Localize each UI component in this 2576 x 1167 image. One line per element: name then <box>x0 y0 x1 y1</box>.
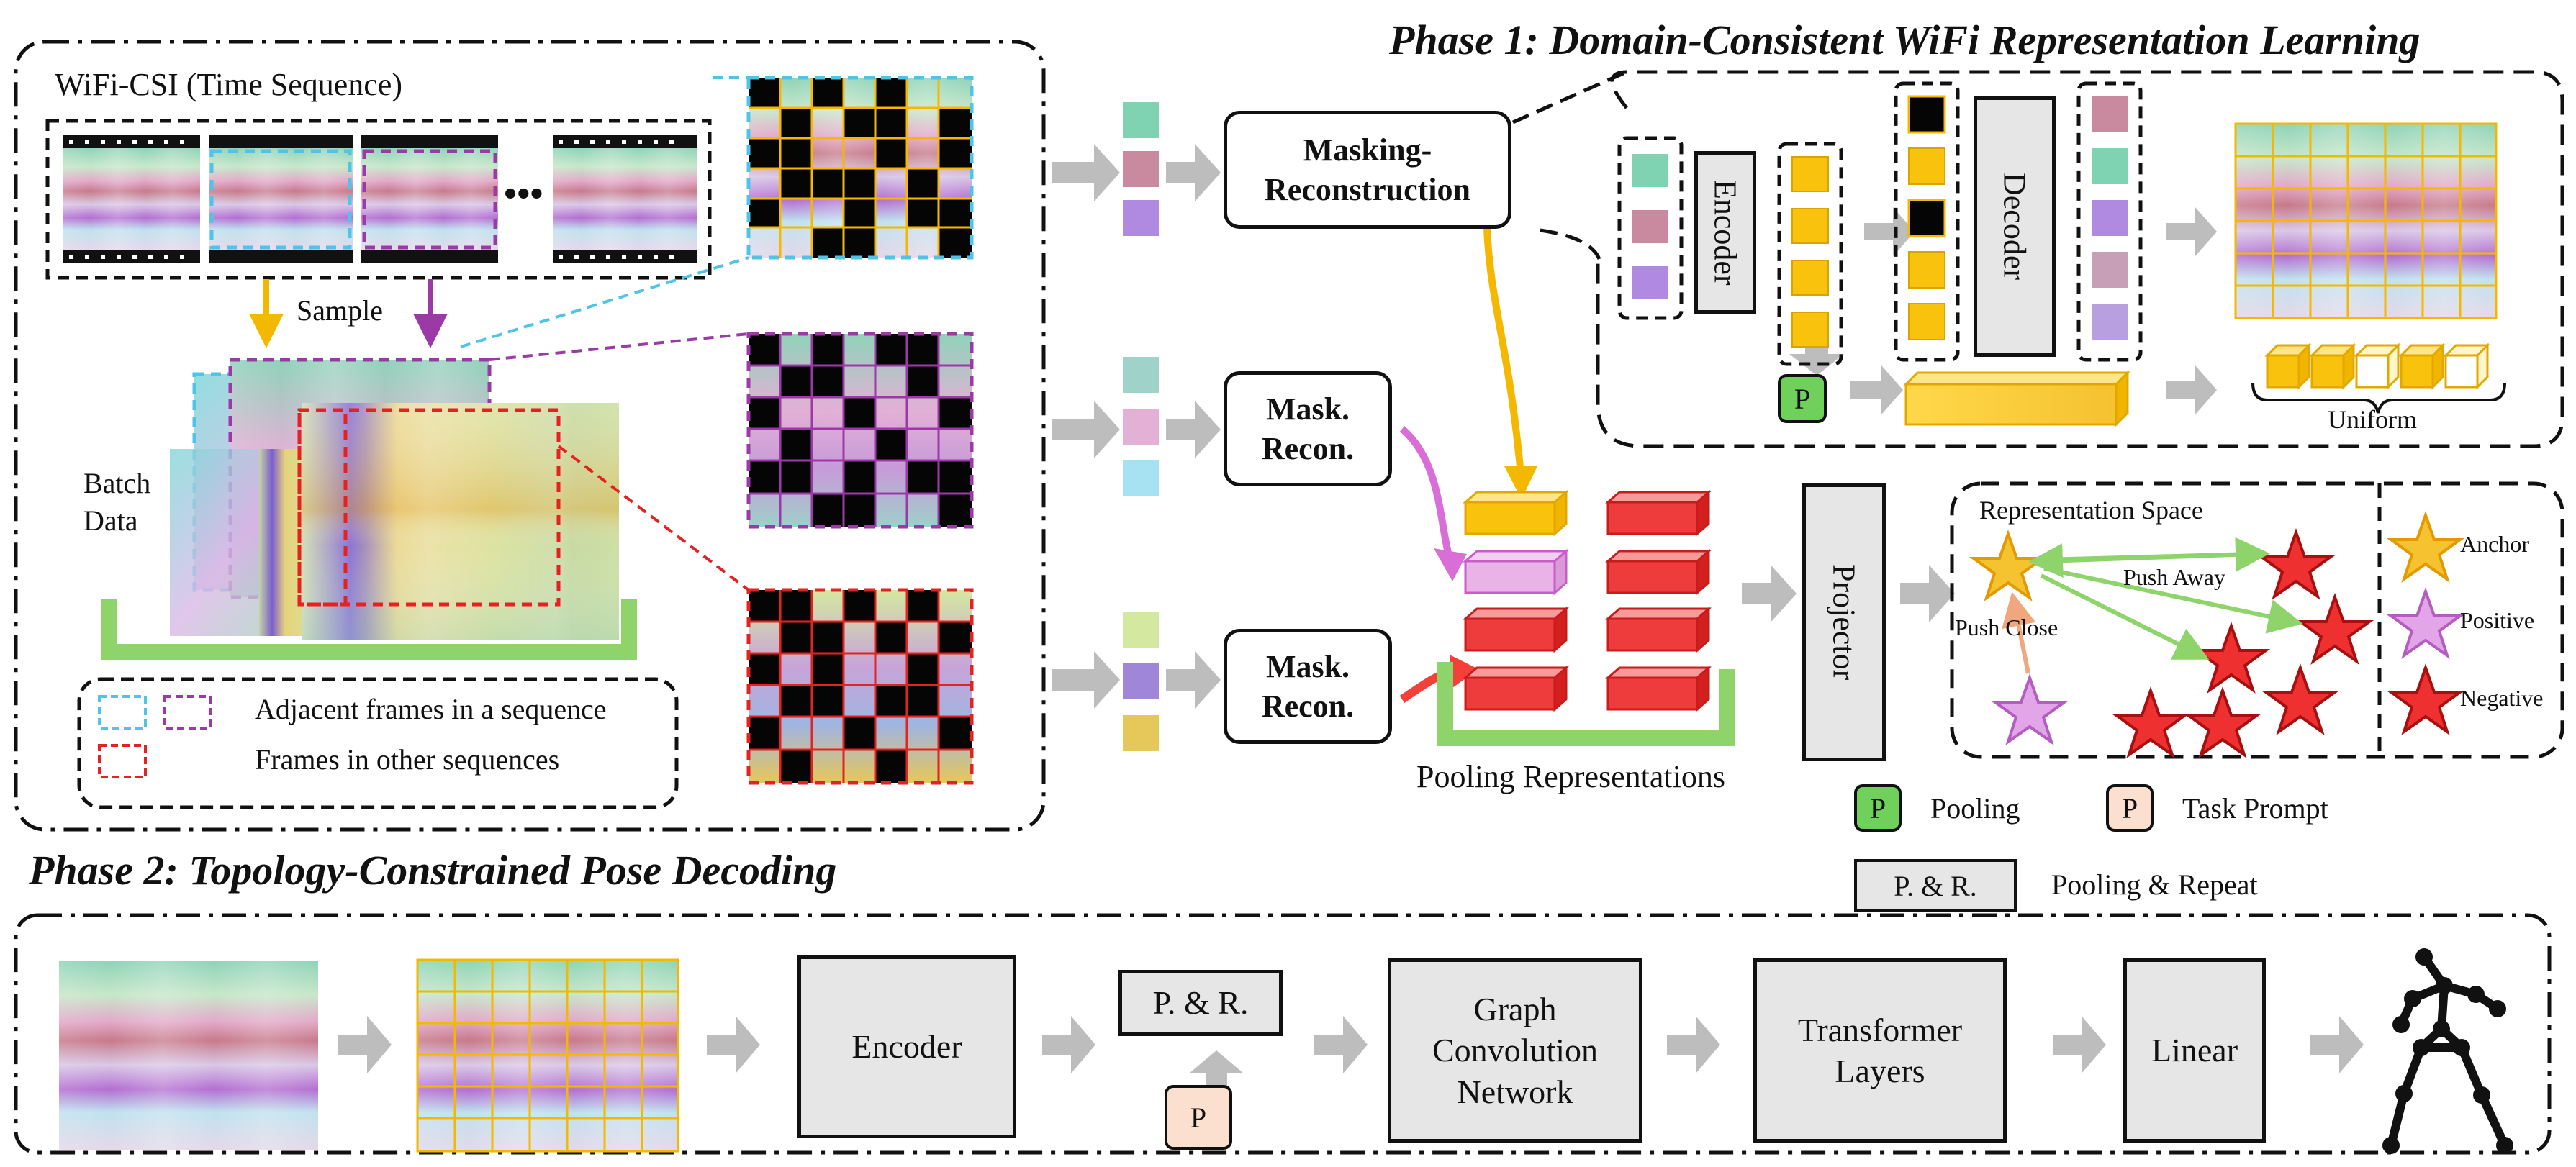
pooling-representation-cubes <box>1463 489 1712 712</box>
legend-pooling-repeat-text: Pooling & Repeat <box>2051 868 2258 901</box>
phase2-pooling-repeat: P. & R. <box>1118 970 1283 1036</box>
phase2-title: Phase 2: Topology-Constrained Pose Decod… <box>29 847 837 894</box>
masked-frame-purple <box>746 332 974 529</box>
csi-label: WiFi-CSI (Time Sequence) <box>55 67 403 102</box>
masked-frame-red <box>746 588 974 785</box>
batch-data-stack <box>170 358 619 640</box>
csi-sequence-frame <box>45 119 712 280</box>
push-away-label: Push Away <box>2123 564 2225 590</box>
masking-box-line1: Masking- <box>1303 132 1432 168</box>
phase2-task-prompt: P <box>1165 1085 1232 1150</box>
gray-arrows <box>338 144 2364 1094</box>
pooling-representations-label: Pooling Representations <box>1416 759 1725 794</box>
legend-pr-chip: P. & R. <box>1854 859 2017 912</box>
negative-label: Negative <box>2460 685 2544 711</box>
legend-pooling-chip: P <box>1854 784 1902 832</box>
mask-recon-box-1: Mask.Recon. <box>1224 371 1392 486</box>
uniform-label: Uniform <box>2328 405 2417 434</box>
rep-stars <box>1969 510 2465 759</box>
csi-frames <box>63 135 697 263</box>
phase2-encoder-block: Encoder <box>797 955 1016 1138</box>
masking-box-line2: Reconstruction <box>1265 172 1470 207</box>
rep-space-title: Representation Space <box>1979 496 2203 525</box>
data-legend-box <box>77 677 679 809</box>
patch-tokens <box>1123 102 1159 751</box>
batch-label-2: Data <box>83 504 138 537</box>
phase2-frame <box>14 913 2552 1155</box>
push-close-label: Push Close <box>1955 614 2058 640</box>
anchor-label: Anchor <box>2460 531 2529 557</box>
reconstructed-frame <box>2234 122 2498 319</box>
sequence-ellipsis: ••• <box>504 173 543 214</box>
legend-adjacent-text: Adjacent frames in a sequence <box>255 693 607 725</box>
legend-task-prompt-text: Task Prompt <box>2182 792 2328 825</box>
encoder-block: Encoder <box>1694 151 1756 314</box>
rep-space-frame <box>1950 481 2564 759</box>
legend-pooling-text: Pooling <box>1930 792 2020 825</box>
data-panel-frame <box>14 40 1046 832</box>
positive-label: Positive <box>2460 607 2535 633</box>
masking-reconstruction-box: Masking- Reconstruction <box>1224 111 1511 229</box>
batch-label-1: Batch <box>83 467 151 499</box>
projector-block: Projector <box>1802 483 1886 761</box>
phase1-title: Phase 1: Domain-Consistent WiFi Represen… <box>1389 17 2421 63</box>
uniform-cubes <box>2264 342 2490 390</box>
decoder-block: Decoder <box>1974 96 2056 357</box>
sample-label: Sample <box>297 294 383 327</box>
legend-other-text: Frames in other sequences <box>255 743 560 776</box>
mask-recon-box-2: Mask.Recon. <box>1224 629 1392 744</box>
linear-block: Linear <box>2123 958 2266 1143</box>
mr-panel-frame <box>1596 70 2564 448</box>
masked-frame-yellow <box>746 76 974 260</box>
legend-task-prompt-chip: P <box>2106 784 2154 832</box>
pooling-chip: P <box>1778 374 1827 423</box>
